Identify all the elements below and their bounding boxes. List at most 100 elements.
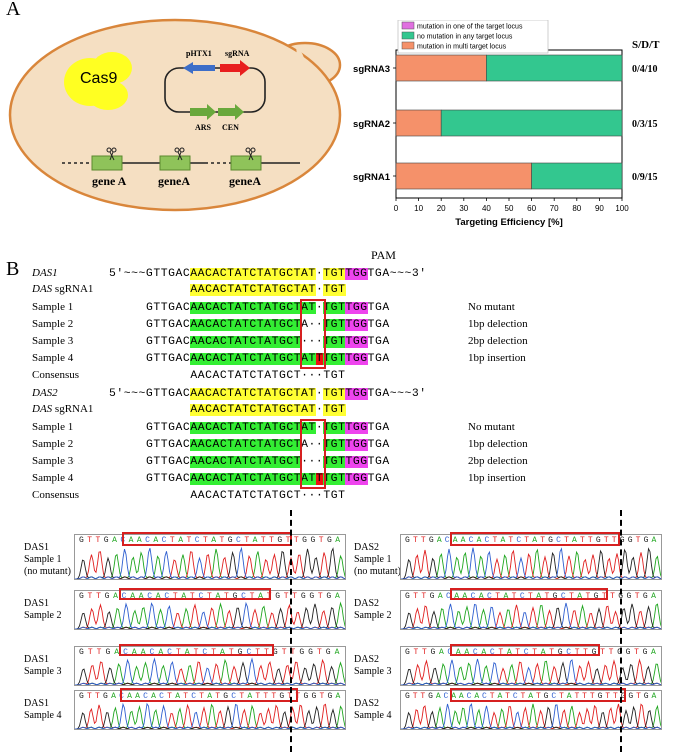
sdt-value: 0/9/15 [632, 172, 658, 183]
match-highlight: TGT [323, 302, 346, 314]
x-tick-label: 0 [394, 204, 399, 213]
sequence-row: GTTGACAACACTATCTATGCT···TGTTGGTGA [146, 334, 390, 350]
sequence-row: GTTGACAACACTATCTATGCTAT·TGTTGGTGA [146, 300, 390, 316]
cas9-label: Cas9 [80, 70, 118, 87]
bar-segment [440, 109, 623, 137]
row-label: Sample 3 [32, 335, 74, 347]
pam-highlight: TGG [345, 353, 368, 365]
mutation-site-box [300, 419, 326, 489]
row-label: Sample 2 [32, 438, 74, 450]
pam-highlight: TGG [345, 388, 368, 400]
match-highlight: TGT [323, 439, 346, 451]
x-tick-label: 50 [505, 204, 514, 213]
match-highlight: AACACTATCTATGCT [190, 336, 302, 348]
base-calls: GTTGACAACACTATCTATGCTATTTGTTGGTGA [405, 692, 660, 701]
cas9-protein [64, 52, 132, 110]
sequence-row: AACACTATCTATGCT···TGT [190, 488, 345, 504]
trace-line [75, 546, 345, 579]
ars-arrow [190, 104, 216, 120]
trace-line [401, 547, 661, 579]
bar-segment [395, 162, 532, 190]
gene-label-1: gene A [92, 174, 127, 188]
protospacer-highlight: TGT [323, 404, 346, 416]
target-site-box [120, 688, 298, 702]
seq-segment: TGA [367, 456, 390, 468]
bar-segment [531, 162, 623, 190]
seq-segment: · [315, 456, 324, 468]
trace-line [75, 601, 345, 629]
legend: mutation in one of the target locus no mu… [397, 20, 549, 54]
trace-line [75, 601, 345, 629]
protospacer-highlight: AACACTATCTATGCTAT [190, 268, 316, 280]
seq-segment: A· [301, 439, 316, 451]
mutation-note: 2bp delection [468, 335, 528, 347]
seq-segment: · [315, 439, 324, 451]
phtx1-label: pHTX1 [186, 49, 212, 58]
legend-label: no mutation in any target locus [417, 34, 513, 41]
sequence-row: GTTGACAACACTATCTATGCTAT·TGTTGGTGA [146, 420, 390, 436]
seq-segment: · [315, 319, 324, 331]
legend-label: mutation in multi target locus [417, 44, 507, 51]
insertion-highlight: T [315, 353, 324, 365]
row-label: Consensus [32, 369, 80, 381]
pam-highlight: TGG [345, 268, 368, 280]
cell-diagram [8, 18, 342, 212]
trace-line [401, 603, 661, 629]
trace-line [75, 657, 345, 685]
trace-line [75, 702, 345, 729]
match-highlight: AT [301, 473, 316, 485]
sequence-row: AACACTATCTATGCTAT·TGT [190, 282, 346, 298]
trace-line [401, 602, 661, 629]
chromatogram-trace: GTTGACAACACTATCTATGCTTGTTGGTGA [400, 646, 662, 686]
pam-highlight: TGG [345, 302, 368, 314]
panel-a-letter: A [6, 0, 21, 20]
scissors-icon [245, 147, 256, 161]
legend-label: mutation in one of the target locus [417, 24, 523, 31]
x-tick-label: 90 [595, 204, 604, 213]
trace-line [401, 658, 661, 685]
protospacer-highlight: TGT [323, 268, 346, 280]
seq-segment: GTTGAC [146, 473, 191, 485]
gene-box-1 [91, 155, 123, 171]
seq-segment: · [315, 302, 324, 314]
seq-segment: · [315, 422, 324, 434]
target-site-box [450, 644, 600, 656]
trace-line [401, 702, 661, 729]
row-label: Sample 2 [32, 318, 74, 330]
sdt-value: 0/3/15 [632, 119, 658, 130]
row-label: Sample 1 [32, 301, 74, 313]
row-label: DAS2 [32, 387, 58, 399]
sequence-row: AACACTATCTATGCTAT·TGT [190, 402, 346, 418]
seq-segment: TGA [367, 302, 390, 314]
pam-highlight: TGG [345, 422, 368, 434]
seq-segment: ·· [301, 456, 316, 468]
cen-label: CEN [222, 123, 239, 132]
targeting-efficiency-chart: mutation in one of the target locus no mu… [353, 20, 660, 228]
pam-highlight: TGG [345, 456, 368, 468]
sequence-row: 5′~~~GTTGACAACACTATCTATGCTAT·TGTTGGTGA~~… [109, 386, 427, 402]
match-highlight: AT [301, 353, 316, 365]
seq-segment: A· [301, 319, 316, 331]
target-site-box [450, 588, 608, 600]
match-highlight: AACACTATCTATGCT [190, 422, 302, 434]
seq-segment: · [315, 404, 324, 416]
match-highlight: AACACTATCTATGCT [190, 302, 302, 314]
trace-line [75, 658, 345, 685]
bar-segment [486, 54, 623, 82]
sgrna-arrow [220, 60, 250, 76]
ars-label: ARS [195, 123, 212, 132]
sequence-row: GTTGACAACACTATCTATGCTATTTGTTGGTGA [146, 471, 390, 487]
match-highlight: TGT [323, 353, 346, 365]
legend-swatch [401, 21, 415, 30]
consensus-seq: AACACTATCTATGCT···TGT [190, 370, 346, 382]
scissors-icon [174, 147, 185, 161]
match-highlight: TGT [323, 422, 346, 434]
seq-segment: · [315, 284, 324, 296]
x-tick-label: 80 [572, 204, 581, 213]
pam-highlight: TGG [345, 319, 368, 331]
row-label: DAS sgRNA1 [32, 283, 94, 295]
